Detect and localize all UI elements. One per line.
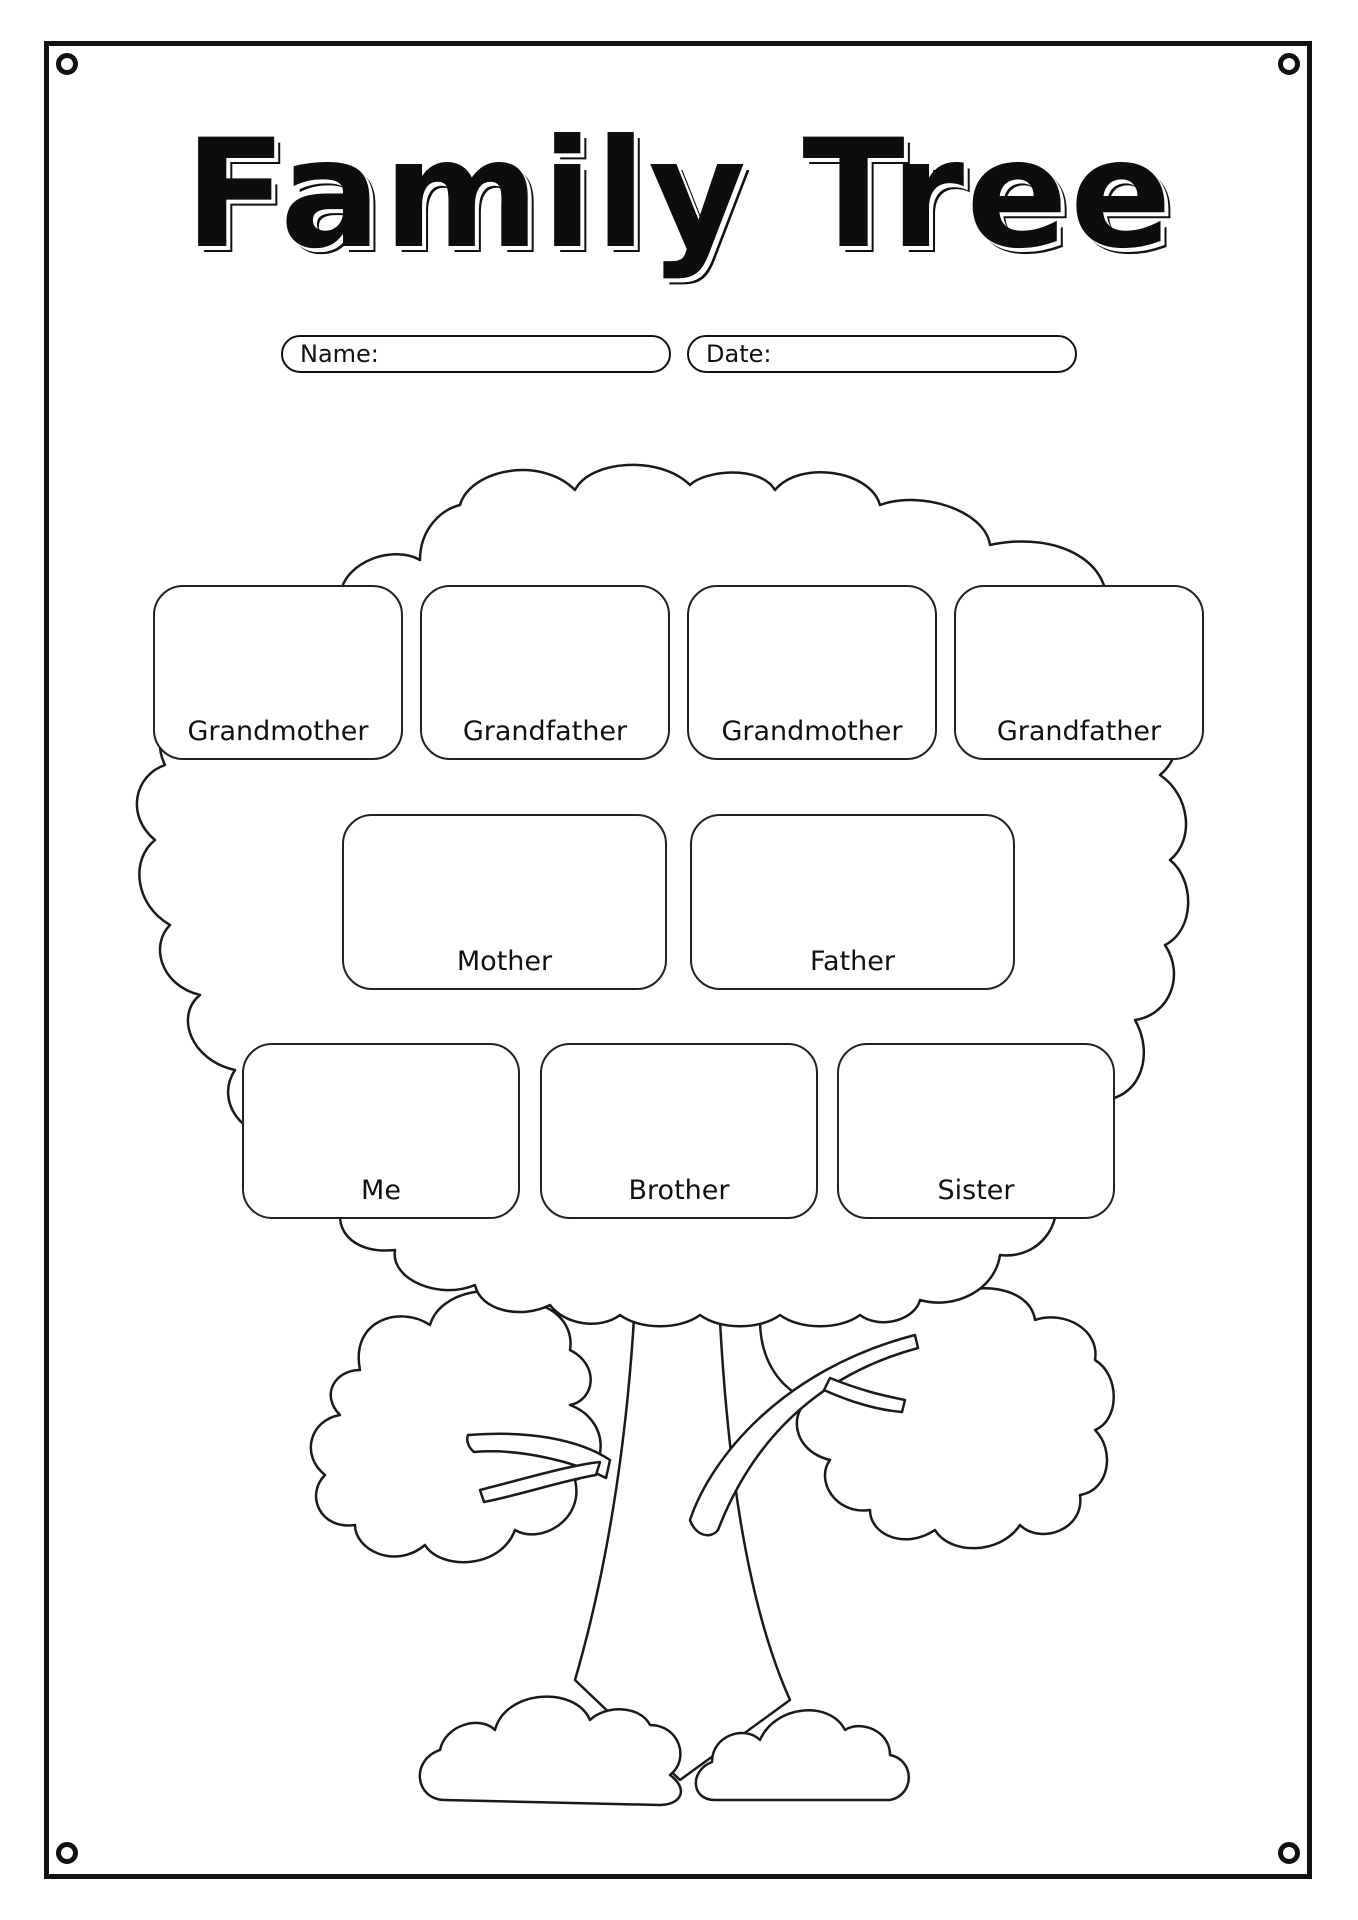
father-box[interactable]: Father: [690, 814, 1015, 990]
name-field[interactable]: Name:: [281, 335, 671, 373]
box-label: Brother: [628, 1175, 730, 1206]
me-box[interactable]: Me: [242, 1043, 520, 1219]
mother-box[interactable]: Mother: [342, 814, 667, 990]
brother-box[interactable]: Brother: [540, 1043, 818, 1219]
left-branch-twig: [478, 1460, 602, 1504]
tree-trunk: [573, 1278, 792, 1782]
left-bush: [418, 1695, 683, 1807]
box-label: Father: [809, 946, 895, 977]
worksheet-frame: [44, 41, 1312, 1879]
grommet-top-left-icon: [56, 53, 78, 75]
box-label: Mother: [456, 946, 553, 977]
box-label: Grandmother: [721, 716, 903, 747]
right-bush: [694, 1709, 910, 1802]
box-label: Sister: [937, 1175, 1015, 1206]
grandmother-maternal-box[interactable]: Grandmother: [687, 585, 937, 760]
grandfather-paternal-box[interactable]: Grandfather: [420, 585, 670, 760]
page-title: Family Tree: [184, 108, 1174, 282]
date-field-label: Date:: [706, 340, 772, 368]
grandfather-maternal-box[interactable]: Grandfather: [954, 585, 1204, 760]
grommet-bottom-left-icon: [56, 1842, 78, 1864]
grandmother-paternal-box[interactable]: Grandmother: [153, 585, 403, 760]
box-label: Grandfather: [996, 716, 1162, 747]
grommet-bottom-right-icon: [1278, 1842, 1300, 1864]
right-branch-twig: [822, 1376, 907, 1414]
left-foliage-clump: [309, 1290, 602, 1564]
box-label: Grandmother: [187, 716, 369, 747]
box-label: Me: [361, 1175, 401, 1206]
right-branch: [688, 1333, 920, 1537]
grommet-top-right-icon: [1278, 53, 1300, 75]
name-field-label: Name:: [300, 340, 379, 368]
date-field[interactable]: Date:: [687, 335, 1077, 373]
sister-box[interactable]: Sister: [837, 1043, 1115, 1219]
box-label: Grandfather: [462, 716, 628, 747]
